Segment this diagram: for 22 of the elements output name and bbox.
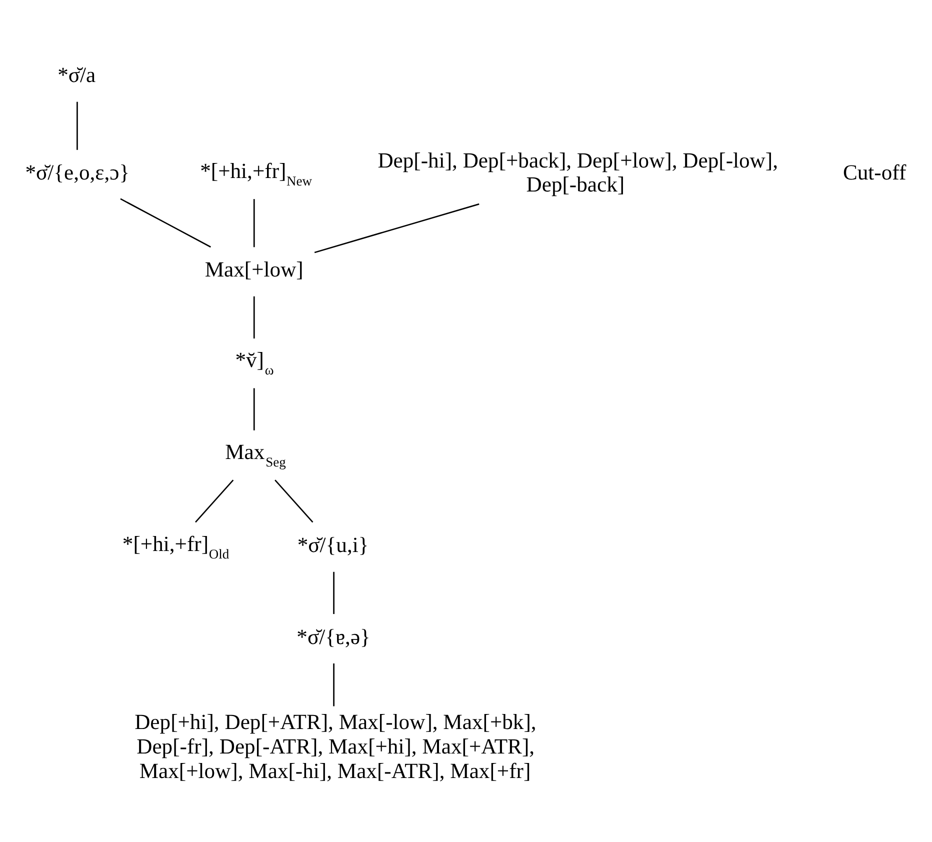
connector: [274, 479, 313, 522]
connector: [252, 296, 254, 338]
node-text: Max$_{Seg}$: [224, 440, 286, 470]
connector: [252, 198, 254, 247]
node-text: *σ̆/{e,o,ɛ,ɔ}: [24, 160, 130, 184]
node-text: *[+hi,+fr]$_{New}$: [200, 158, 312, 188]
node-text: *v̆]$_{ω}$: [234, 348, 274, 378]
node-text: *σ̆/{u,i}: [296, 532, 368, 557]
node-text: Max[+low]: [204, 257, 303, 282]
label: Cut-off: [842, 160, 906, 184]
node-text: *[+hi,+fr]$_{Old}$: [122, 531, 229, 561]
node-text: *σ̆/a: [57, 62, 96, 87]
node-text: Dep[-hi], Dep[+back], Dep[+low], Dep[-low], Dep[-back]: [377, 148, 778, 196]
connector: [332, 662, 334, 706]
connector: [194, 479, 234, 522]
node-text: *σ̆/{ɐ,ə}: [296, 624, 370, 649]
connector: [332, 571, 334, 614]
connector: [252, 388, 254, 430]
connector: [76, 101, 78, 150]
connector: [314, 202, 479, 253]
node-text: Dep[+hi], Dep[+ATR], Max[-low], Max[+bk], Dep[-fr], Dep[-ATR], Max[+hi], Max[+ATR], Max[+low], Max[-hi], Max[-ATR], Max[+fr]: [134, 710, 536, 782]
connector: [120, 198, 210, 248]
